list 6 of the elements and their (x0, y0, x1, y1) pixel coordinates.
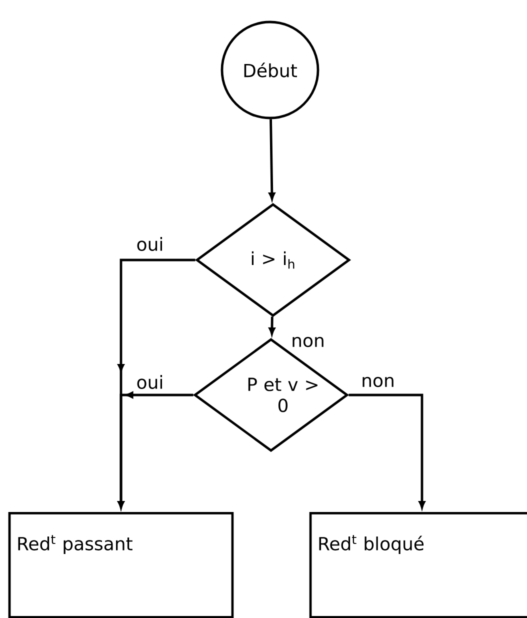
edge-label: non (360, 376, 396, 388)
edge-label: oui (135, 374, 165, 390)
edge-label: non (290, 336, 326, 348)
process-box: Red$^{t}$ passant (8, 512, 234, 618)
process-box: Red$^{t}$ bloqué (309, 512, 527, 618)
edge-label: oui (135, 236, 165, 252)
